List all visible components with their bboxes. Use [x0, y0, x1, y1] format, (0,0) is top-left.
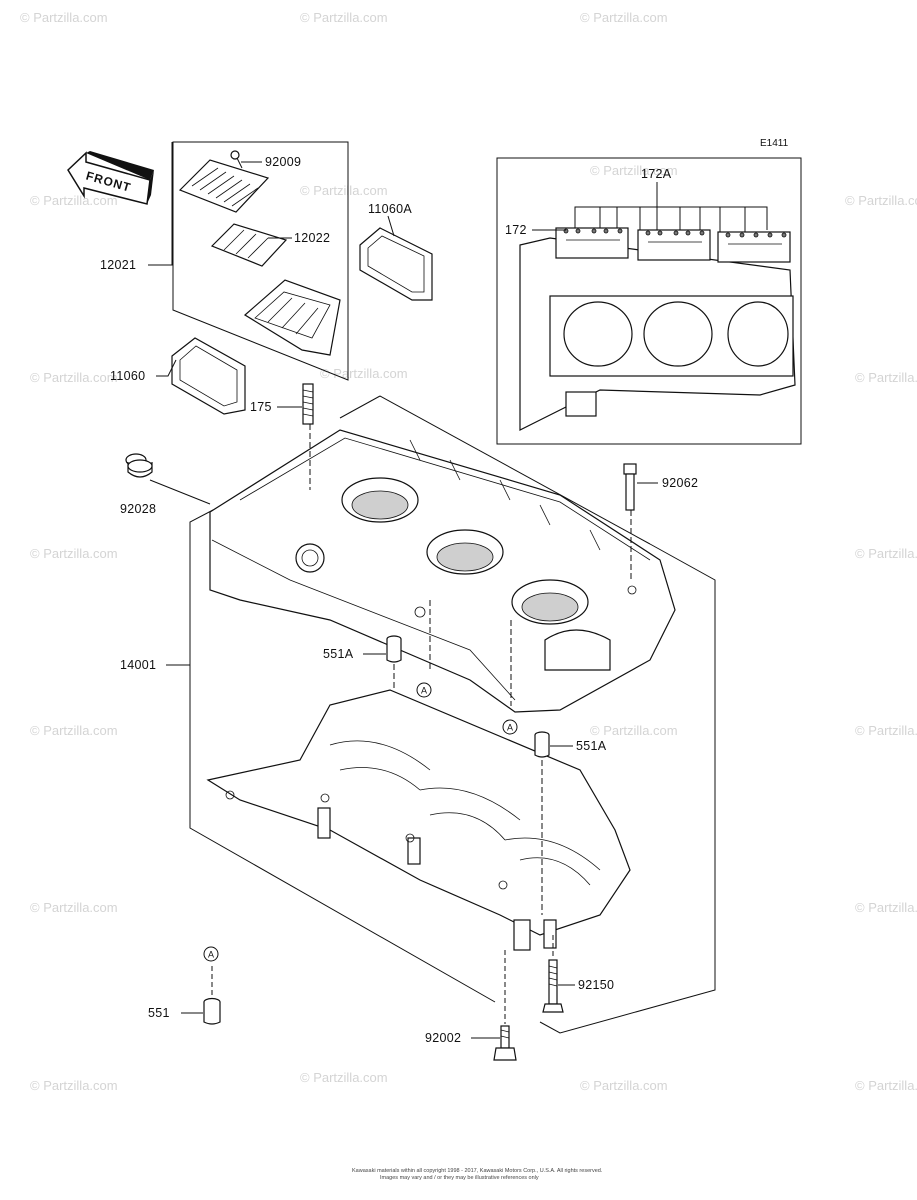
- watermark: © Partzilla.com: [30, 546, 118, 561]
- watermark: © Partzilla.com: [30, 193, 118, 208]
- watermark: © Partzilla.com: [300, 1070, 388, 1085]
- watermark: © Partzilla.com: [30, 370, 118, 385]
- watermark: © Partzilla.com: [300, 10, 388, 25]
- watermark: © Partzilla.com: [855, 723, 917, 738]
- diagram-code: E1411: [760, 138, 789, 149]
- watermark: © Partzilla.com: [590, 723, 678, 738]
- part-label-172: 172: [505, 223, 527, 237]
- part-label-92062: 92062: [662, 476, 698, 490]
- reed-valve-box: [172, 141, 349, 381]
- part-label-92150: 92150: [578, 978, 614, 992]
- part-label-14001: 14001: [120, 658, 156, 672]
- crankcase-frame: [189, 395, 716, 1034]
- part-label-92009: 92009: [265, 155, 301, 169]
- part-label-11060A: 11060A: [368, 202, 412, 216]
- part-label-551: 551: [148, 1006, 170, 1020]
- watermark: © Partzilla.com: [580, 10, 668, 25]
- gasket-11060A: [359, 227, 433, 301]
- part-labels: 92009 12022 11060A 12021 11060 175 92028…: [100, 155, 698, 1045]
- part-label-551A-top: 551A: [323, 647, 354, 661]
- copyright-line-2: Images may vary and / or they may be ill…: [380, 1175, 539, 1181]
- watermark: © Partzilla.com: [855, 900, 917, 915]
- upper-crankcase: [209, 429, 676, 713]
- svg-text:A: A: [421, 686, 427, 696]
- part-label-175: 175: [250, 400, 272, 414]
- dowel-551: [203, 966, 221, 1025]
- watermark: © Partzilla.com: [590, 163, 678, 178]
- bolt-92062: [623, 463, 637, 511]
- leader-lines: [148, 142, 658, 1039]
- svg-text:A: A: [208, 950, 214, 960]
- svg-text:A: A: [507, 723, 513, 733]
- reed-block: [243, 279, 341, 356]
- watermark: © Partzilla.com: [30, 900, 118, 915]
- reed-stopper: [178, 159, 270, 213]
- watermark: © Partzilla.com: [20, 10, 108, 25]
- reed-petals: [210, 223, 288, 267]
- front-arrow-icon: FRONT: [67, 151, 154, 205]
- stud-175: [302, 383, 314, 425]
- gasket-11060: [171, 337, 246, 415]
- watermark: © Partzilla.com: [580, 1078, 668, 1093]
- part-label-12022: 12022: [294, 231, 330, 245]
- part-label-92002: 92002: [425, 1031, 461, 1045]
- bolt-92150: [542, 935, 564, 1013]
- dowel-551A-bottom: [534, 731, 550, 915]
- screw-92009: [230, 150, 243, 169]
- part-label-12021: 12021: [100, 258, 136, 272]
- ref-marker-a3: A: [203, 946, 219, 962]
- part-label-92028: 92028: [120, 502, 156, 516]
- inset-bottom-view: [496, 157, 802, 445]
- watermark: © Partzilla.com: [320, 366, 408, 381]
- ref-marker-a2: A: [502, 719, 518, 735]
- part-label-551A-bottom: 551A: [576, 739, 607, 753]
- dowel-551A-top: [386, 635, 402, 690]
- ref-marker-a1: A: [416, 682, 432, 698]
- watermark: © Partzilla.com: [855, 370, 917, 385]
- lower-crankcase: [206, 689, 631, 951]
- watermark: © Partzilla.com: [30, 723, 118, 738]
- watermark: © Partzilla.com: [845, 193, 917, 208]
- watermark-group: © Partzilla.com © Partzilla.com © Partzi…: [20, 10, 917, 1093]
- watermark: © Partzilla.com: [30, 1078, 118, 1093]
- plug-92028: [125, 453, 153, 478]
- part-label-172A: 172A: [641, 167, 672, 181]
- watermark: © Partzilla.com: [855, 1078, 917, 1093]
- watermark: © Partzilla.com: [300, 183, 388, 198]
- bolt-92002: [493, 950, 517, 1061]
- part-label-11060: 11060: [110, 369, 145, 383]
- watermark: © Partzilla.com: [855, 546, 917, 561]
- copyright-line-1: Kawasaki materials within all copyright …: [352, 1168, 603, 1174]
